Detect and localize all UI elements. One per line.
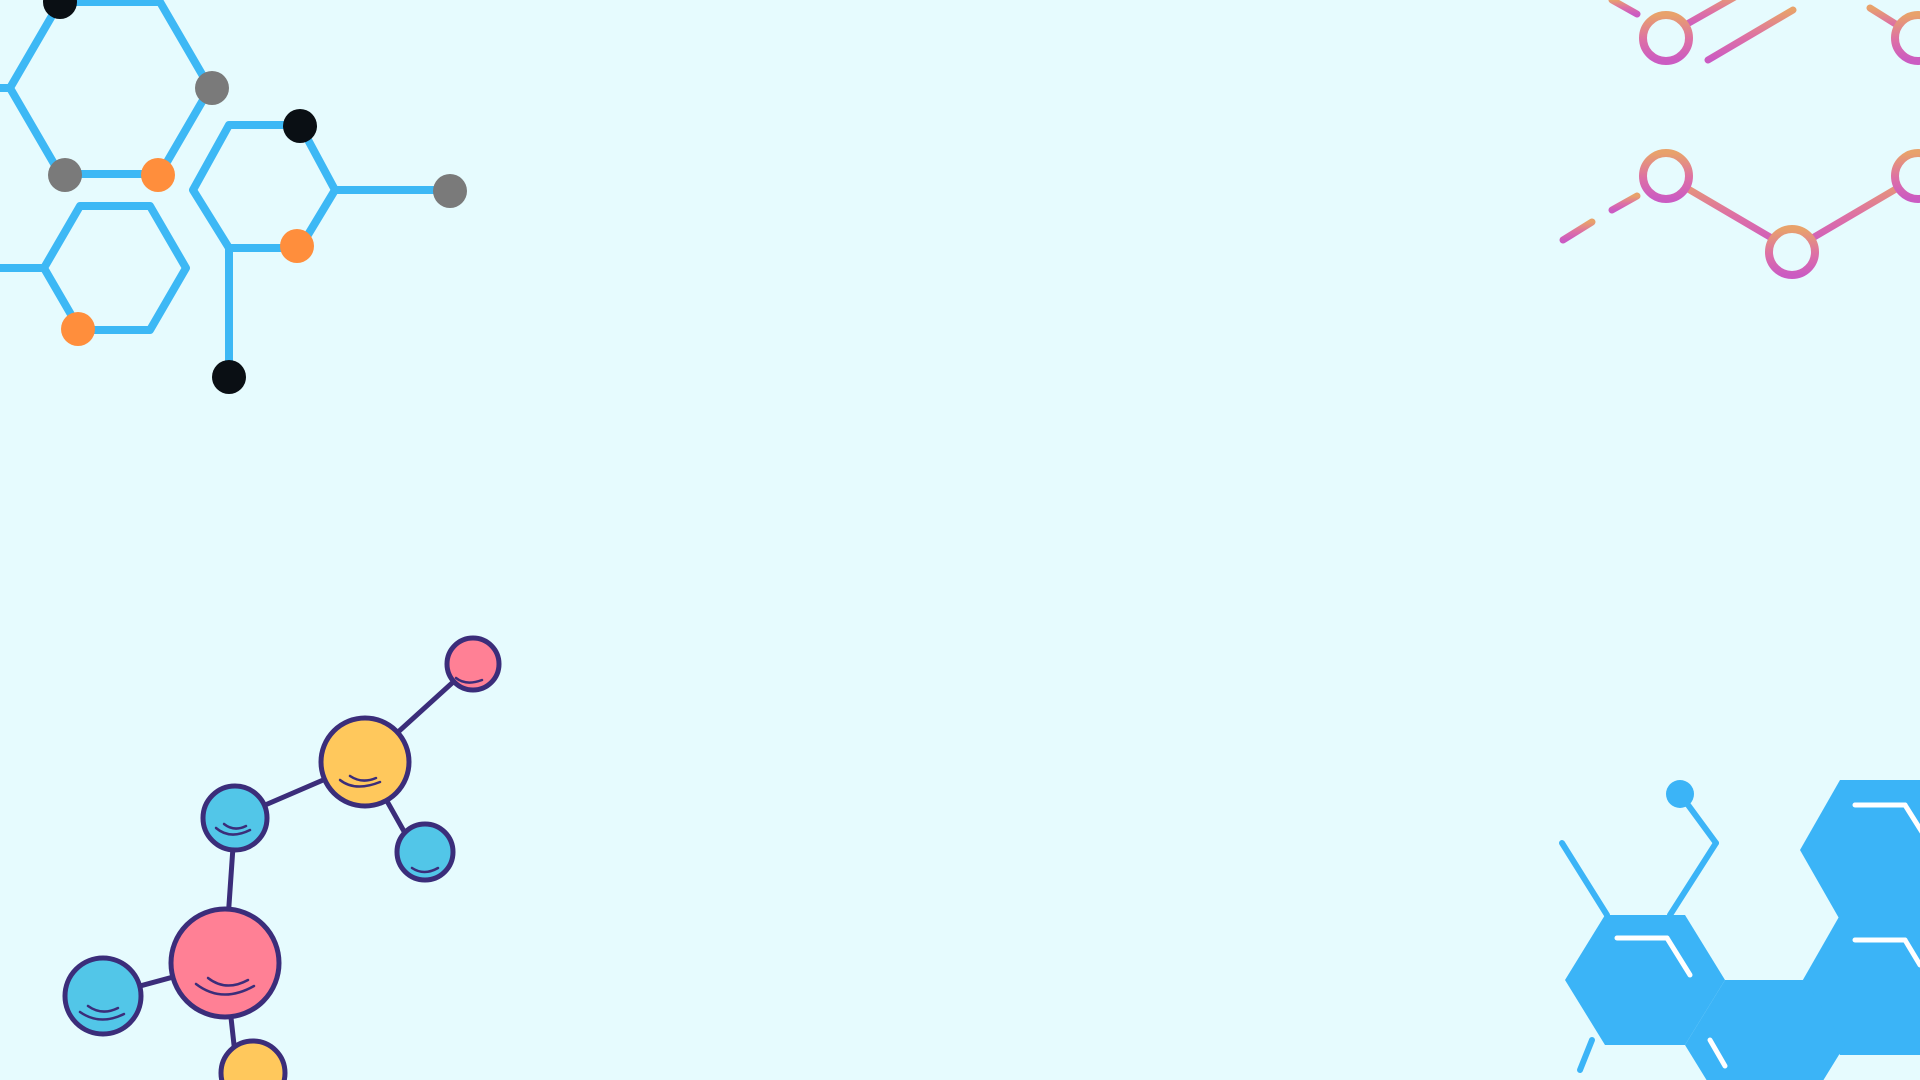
gray-atom-icon: [195, 71, 229, 105]
yellow-atom-icon: [218, 1038, 288, 1080]
hexagon-icon: [1565, 915, 1725, 1045]
hexagon-icon: [1685, 980, 1845, 1080]
blue-atom-icon: [394, 821, 456, 883]
orange-atom-icon: [61, 312, 95, 346]
black-atom-icon: [212, 360, 246, 394]
ball-and-stick-molecule-illustration: [62, 635, 502, 1080]
filled-hexagon-cluster-illustration: [1559, 780, 1920, 1080]
pink-atom-icon: [444, 635, 502, 693]
yellow-atom-icon: [318, 715, 412, 809]
pink-atom-icon: [168, 906, 282, 1020]
black-atom-icon: [283, 109, 317, 143]
ring-atom-icon: [1639, 149, 1693, 203]
gradient-ring-molecule-illustration: [1559, 0, 1920, 370]
ring-atom-icon: [1765, 225, 1819, 279]
hexagon-icon: [1800, 915, 1920, 1055]
orange-atom-icon: [280, 229, 314, 263]
blue-atom-icon: [62, 955, 144, 1037]
hexagon-icon: [1800, 780, 1920, 920]
gray-atom-icon: [48, 158, 82, 192]
gray-atom-icon: [433, 174, 467, 208]
blue-atom-icon: [1666, 780, 1694, 808]
black-atom-icon: [43, 0, 77, 19]
blue-hexagon-molecule-illustration: [0, 0, 467, 394]
ring-atom-icon: [1639, 11, 1693, 65]
ring-atom-icon: [1891, 149, 1920, 203]
blue-atom-icon: [200, 783, 270, 853]
ring-atom-icon: [1891, 11, 1920, 65]
orange-atom-icon: [141, 158, 175, 192]
